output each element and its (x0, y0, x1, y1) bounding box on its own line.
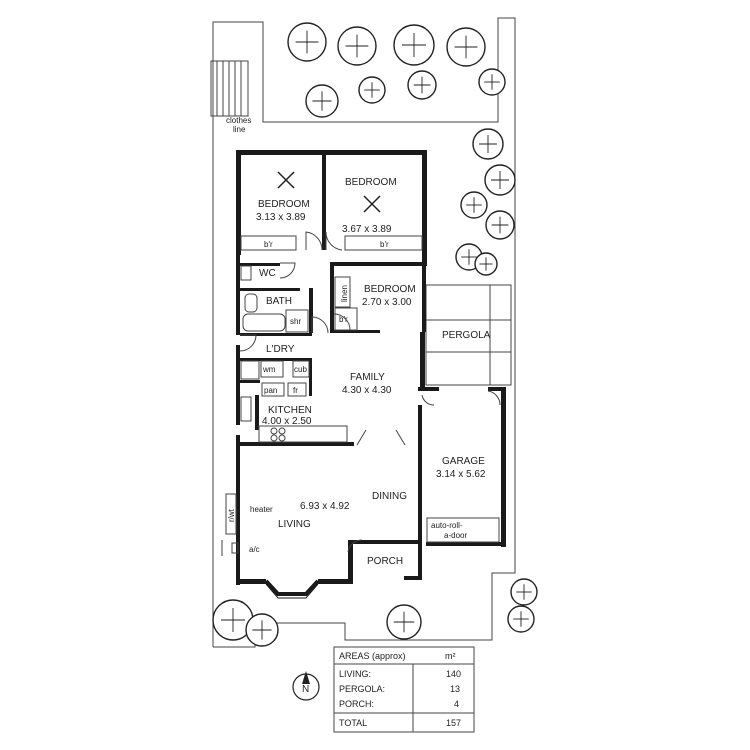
kitchen-dims: 4.00 x 2.50 (262, 416, 312, 427)
pantry (261, 382, 285, 397)
garage-door-label-2: a-door (444, 531, 467, 540)
walls (236, 150, 506, 585)
sink-icon (240, 396, 252, 422)
heater-label: heater (250, 505, 273, 514)
cub-label: cub (294, 365, 307, 374)
garage-door-label-1: auto-roll- (431, 521, 463, 530)
cooktop-icon (270, 427, 286, 442)
washing-machine (260, 360, 284, 378)
kitchen-bench (258, 425, 348, 443)
areas-row-value: 4 (454, 699, 459, 709)
robe-2 (344, 235, 423, 251)
shower-label: shr (290, 317, 301, 326)
linen-label: linen (340, 285, 349, 302)
laundry-tub-icon (240, 360, 260, 380)
living-dims: 6.93 x 4.92 (300, 501, 350, 512)
bathtub-icon (242, 313, 286, 332)
shower (285, 309, 309, 333)
ac-label: a/c (249, 545, 260, 554)
garage-name: GARAGE (442, 456, 485, 467)
bay-window (264, 579, 320, 599)
ac-unit (231, 542, 239, 554)
living-name: LIVING (278, 519, 311, 530)
bedroom-1-name: BEDROOM (258, 199, 310, 210)
family-name: FAMILY (350, 372, 385, 383)
family-dims: 4.30 x 4.30 (342, 385, 392, 396)
bath-label: BATH (266, 296, 292, 307)
areas-row-value: 140 (446, 669, 461, 679)
robe-1-label: b'r (264, 240, 273, 249)
kitchen-name: KITCHEN (268, 405, 312, 416)
garage-door-box (426, 517, 500, 543)
bedroom-2-name: BEDROOM (345, 177, 397, 188)
bedroom-2-dims: 3.67 x 3.89 (342, 224, 392, 235)
robe-3-label: b'r (339, 315, 348, 324)
ceiling-fan-icon (277, 171, 295, 189)
areas-total-value: 157 (446, 718, 461, 728)
bedroom-3-dims: 2.70 x 3.00 (362, 297, 412, 308)
laundry-label: L'DRY (266, 344, 295, 355)
areas-row-label: LIVING: (339, 669, 371, 679)
linen-cupboard (334, 276, 351, 308)
pergola-label: PERGOLA (442, 330, 491, 341)
site-boundary (212, 17, 516, 648)
garage-dims: 3.14 x 5.62 (436, 469, 486, 480)
areas-table (333, 646, 475, 733)
areas-row-label: PORCH: (339, 699, 374, 709)
vanity-basin-icon (244, 293, 258, 313)
heater-unit-label: r/wt (227, 508, 236, 522)
north-compass (292, 671, 320, 701)
robe-3 (334, 307, 358, 331)
dining-label: DINING (372, 491, 407, 502)
areas-unit: m² (445, 651, 456, 661)
areas-row-label: PERGOLA: (339, 684, 385, 694)
robe-1 (240, 235, 297, 251)
bedroom-3-name: BEDROOM (364, 284, 416, 295)
pan-label: pan (264, 386, 277, 395)
clothes-line-label-2: line (233, 125, 246, 134)
trees (212, 22, 538, 647)
steps (210, 60, 249, 117)
wc-label: WC (259, 268, 276, 279)
areas-title: AREAS (approx) (339, 651, 406, 661)
bedroom-1-dims: 3.13 x 3.89 (256, 212, 306, 223)
ceiling-fan-icon (363, 195, 381, 213)
wm-label: wm (262, 365, 276, 374)
clothes-line-label-1: clothes (226, 116, 251, 125)
areas-row-value: 13 (450, 684, 460, 694)
heater-unit (225, 493, 237, 535)
fridge (287, 382, 307, 397)
cupboard (292, 360, 310, 378)
robe-2-label: b'r (380, 240, 389, 249)
areas-total-label: TOTAL (339, 718, 367, 728)
pergola (425, 284, 512, 386)
compass-label: N (302, 684, 309, 695)
toilet-icon (240, 265, 252, 281)
fr-label: fr (293, 386, 298, 395)
porch-label: PORCH (367, 556, 403, 567)
